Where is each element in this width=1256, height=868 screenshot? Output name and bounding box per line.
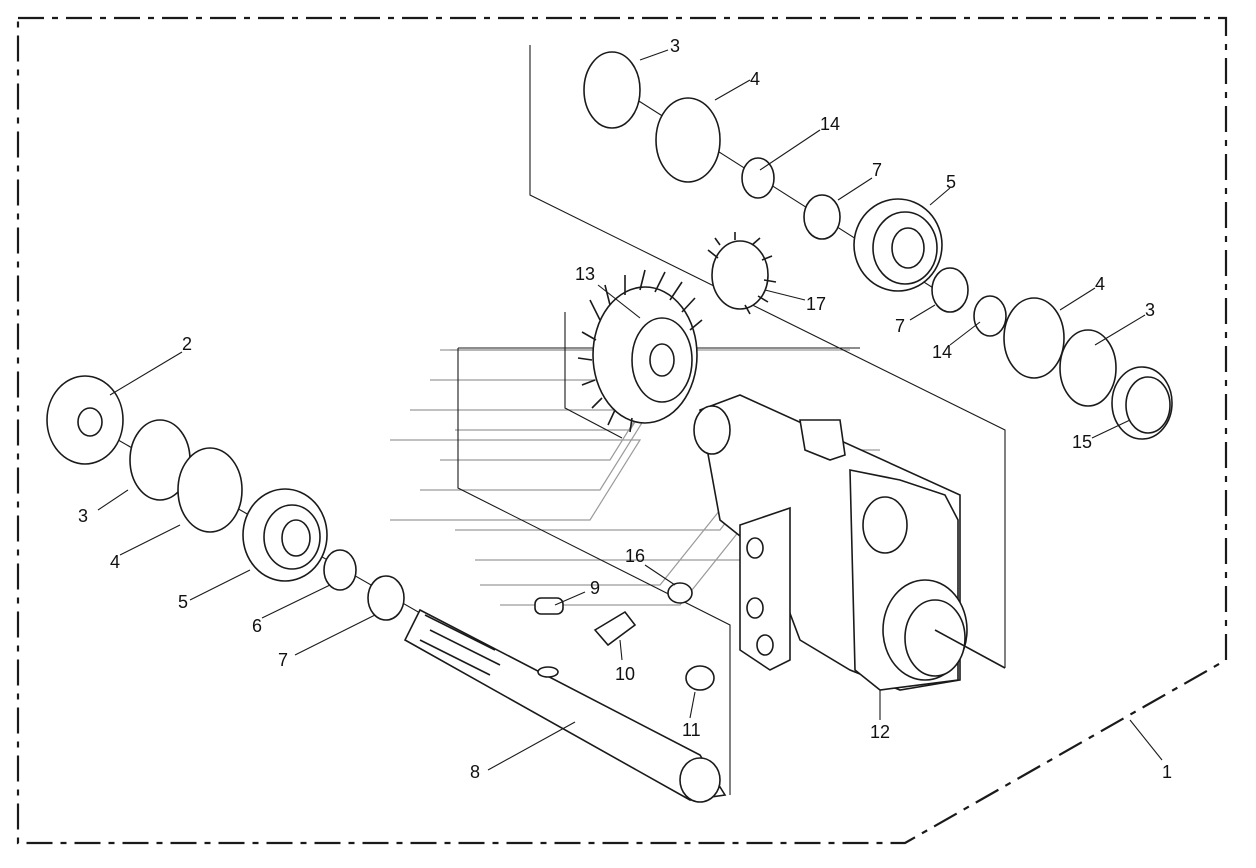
shim-left-2 xyxy=(367,575,405,621)
bevel-gear-large xyxy=(577,269,703,433)
gearbox-housing xyxy=(693,394,1006,691)
label-17: 17 xyxy=(806,294,826,314)
circlip-upper xyxy=(583,51,641,129)
label-4-left: 4 xyxy=(110,552,120,572)
callout-labels: 1 2 3 3 3 4 4 4 5 5 6 7 7 7 8 9 10 11 12… xyxy=(78,36,1172,782)
label-8: 8 xyxy=(470,762,480,782)
pinion-gear xyxy=(707,232,777,315)
label-4-top: 4 xyxy=(750,69,760,89)
label-7-left: 7 xyxy=(278,650,288,670)
washer-upper xyxy=(655,97,721,183)
label-3-right: 3 xyxy=(1145,300,1155,320)
label-5-top: 5 xyxy=(946,172,956,192)
washer-right xyxy=(1003,297,1065,379)
label-14-right: 14 xyxy=(932,342,952,362)
label-16: 16 xyxy=(625,546,645,566)
label-11: 11 xyxy=(682,720,701,740)
plug xyxy=(685,665,715,691)
washer-left xyxy=(177,447,243,533)
shim-upper xyxy=(803,194,841,240)
label-14-top: 14 xyxy=(820,114,840,134)
assembly-guide-lines xyxy=(91,45,1006,795)
input-shaft xyxy=(403,608,727,803)
label-13: 13 xyxy=(575,264,595,284)
label-10: 10 xyxy=(615,664,635,684)
shim-left xyxy=(323,549,357,591)
breather-fitting xyxy=(593,610,637,647)
shim-right xyxy=(931,267,969,313)
label-9: 9 xyxy=(590,578,600,598)
circlip-right xyxy=(1059,329,1117,407)
snap-ring-right xyxy=(973,295,1007,337)
label-4-right: 4 xyxy=(1095,274,1105,294)
label-2: 2 xyxy=(182,334,192,354)
label-6: 6 xyxy=(252,616,262,636)
assembly-boundary xyxy=(16,16,1228,845)
leader-lines xyxy=(97,49,1163,771)
bearing-upper xyxy=(853,198,943,292)
key xyxy=(534,597,564,615)
snap-ring-upper xyxy=(741,157,775,199)
label-12: 12 xyxy=(870,722,890,742)
o-ring xyxy=(667,582,693,604)
lower-left-stack xyxy=(46,375,405,621)
label-15: 15 xyxy=(1072,432,1092,452)
label-7-mid: 7 xyxy=(895,316,905,336)
label-5-left: 5 xyxy=(178,592,188,612)
label-1: 1 xyxy=(1162,762,1172,782)
label-3-left: 3 xyxy=(78,506,88,526)
label-3-top: 3 xyxy=(670,36,680,56)
label-7-top: 7 xyxy=(872,160,882,180)
upper-rings xyxy=(583,51,1173,440)
small-parts xyxy=(534,582,715,691)
